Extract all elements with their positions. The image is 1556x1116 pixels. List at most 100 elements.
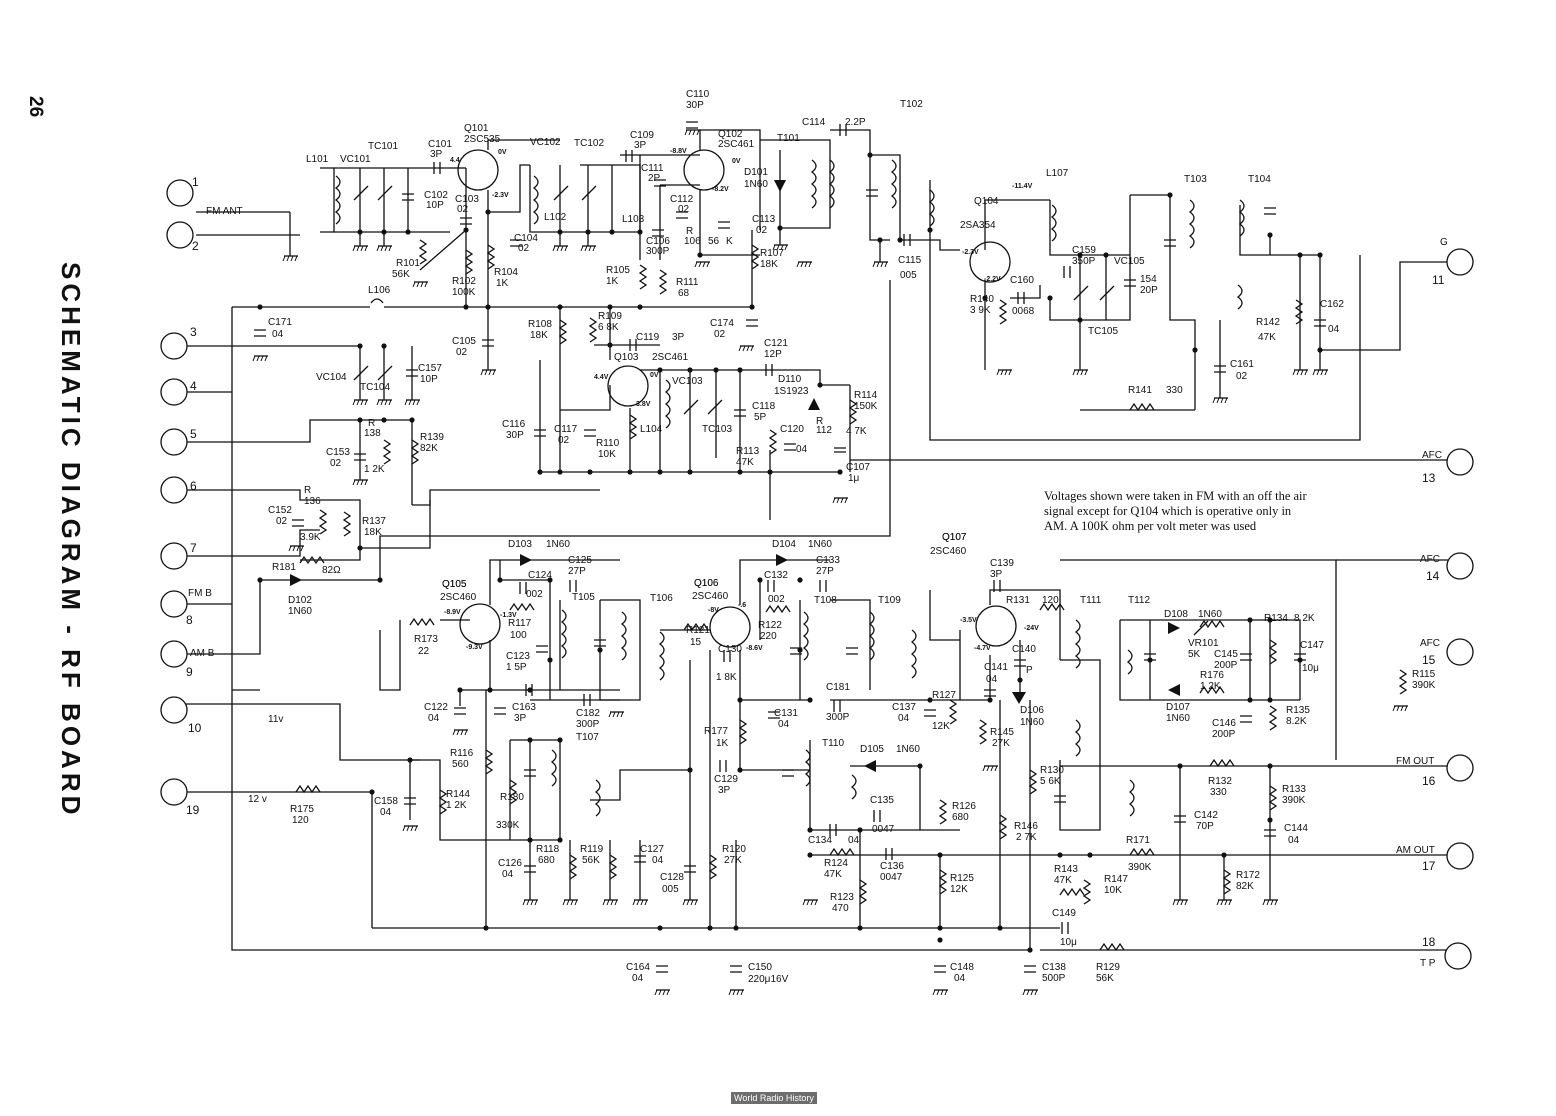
component-label: 04: [272, 329, 284, 340]
component-label: R108: [528, 319, 552, 330]
component-label: Q104: [974, 196, 999, 207]
component-label: T103: [1184, 174, 1207, 185]
component-label: 560: [452, 759, 469, 770]
component-label: 56: [708, 236, 720, 247]
component-label: 22: [418, 646, 430, 657]
component-label: R134: [1264, 613, 1288, 624]
component-label: C153: [326, 447, 350, 458]
component-label: L106: [368, 285, 391, 296]
terminal-number: 10: [188, 721, 202, 735]
component-label: C164: [626, 962, 650, 973]
component-label: R131: [1006, 595, 1030, 606]
component-label: 02: [457, 204, 469, 215]
component-label: R: [304, 485, 311, 496]
terminal-5: 5: [160, 427, 197, 456]
terminal-number: 18: [1422, 935, 1436, 949]
component-label: C174: [710, 318, 734, 329]
component-label: C120: [780, 424, 804, 435]
component-label: 1N60: [744, 179, 768, 190]
component-label: C109: [630, 130, 654, 141]
component-label: C118: [752, 401, 776, 412]
component-label: 136: [304, 496, 321, 507]
component-label: C105: [452, 336, 476, 347]
component-label: C122: [424, 702, 448, 713]
component-label: T112: [1128, 595, 1150, 606]
voltage-reading: -8.9V: [444, 609, 461, 616]
terminal-7: 7: [160, 541, 197, 570]
component-label: R121: [686, 625, 710, 636]
voltage-reading: -2.3V: [492, 192, 509, 199]
component-label: TC105: [1088, 326, 1118, 337]
component-label: C142: [1194, 810, 1218, 821]
voltage-reading: 4.4: [450, 157, 460, 164]
component-label: L107: [1046, 168, 1069, 179]
component-label: C130: [718, 644, 742, 655]
component-label: T102: [900, 99, 923, 110]
component-label: R120: [722, 844, 746, 855]
component-label: 27P: [816, 566, 834, 577]
terminal-label: FM OUT: [1396, 756, 1434, 767]
component-label: C147: [1300, 640, 1324, 651]
component-label: 1N60: [1198, 609, 1222, 620]
component-label: R110: [596, 438, 620, 449]
terminal-label: AFC: [1422, 450, 1442, 461]
component-label: C161: [1230, 359, 1254, 370]
component-label: VR101: [1188, 638, 1219, 649]
component-label: 200P: [1212, 729, 1236, 740]
component-label: C128: [660, 872, 684, 883]
component-label: R: [368, 418, 375, 429]
component-label: 330: [1166, 385, 1183, 396]
terminal-number: 8: [186, 613, 193, 627]
voltage-reading: -9.3V: [466, 644, 483, 651]
component-label: C110: [686, 89, 710, 100]
component-label: R146: [1014, 821, 1038, 832]
component-label: C106: [646, 236, 670, 247]
component-label: D102: [288, 595, 312, 606]
component-label: 330: [1210, 787, 1227, 798]
component-name-tc101: TC101: [368, 141, 398, 152]
component-label: C124: [528, 570, 552, 581]
transistor-type: 2SC461: [652, 352, 689, 363]
component-label: 2P: [648, 173, 661, 184]
component-label: 3 9K: [970, 305, 991, 316]
component-label: 3P: [634, 140, 647, 151]
component-label: 390K: [1282, 795, 1306, 806]
component-label: 3P: [514, 713, 527, 724]
component-label: R127: [932, 690, 956, 701]
component-label: 3P: [430, 149, 443, 160]
component-label: C132: [764, 570, 788, 581]
component-label: C144: [1284, 823, 1308, 834]
component-label: R122: [758, 620, 782, 631]
component-label: D106: [1020, 705, 1044, 716]
voltage-note: Voltages shown were taken in FM with an …: [1044, 489, 1307, 533]
terminal-label: FM ANT: [206, 206, 243, 217]
component-label: D104: [772, 539, 796, 550]
component-label: R: [686, 226, 693, 237]
component-label: 1N60: [896, 744, 920, 755]
component-label: C160: [1010, 275, 1034, 286]
component-label: R177: [704, 726, 728, 737]
component-label: R: [816, 416, 823, 427]
component-label: 04: [652, 855, 664, 866]
terminal-number: 13: [1422, 471, 1436, 485]
terminal-pad: [1446, 638, 1474, 666]
component-label: L104: [640, 424, 663, 435]
component-label: C116: [502, 419, 526, 430]
component-name-l102: L102: [544, 212, 567, 223]
component-label: 0068: [1012, 306, 1035, 317]
component-label: 27K: [992, 738, 1010, 749]
component-label: 8 2K: [1294, 613, 1315, 624]
component-label: 30P: [686, 100, 704, 111]
terminal-pad: [160, 778, 188, 806]
component-label: 150K: [854, 401, 878, 412]
component-symbols: [254, 121, 1408, 973]
component-label: P: [1026, 665, 1033, 676]
terminal-number: 9: [186, 665, 193, 679]
component-label: 68: [678, 288, 690, 299]
component-label: R147: [1104, 874, 1128, 885]
component-label: 12P: [764, 349, 782, 360]
component-label: 1N60: [1166, 713, 1190, 724]
terminal-1: 1FM ANT: [166, 175, 243, 217]
component-label: C111: [641, 163, 664, 174]
